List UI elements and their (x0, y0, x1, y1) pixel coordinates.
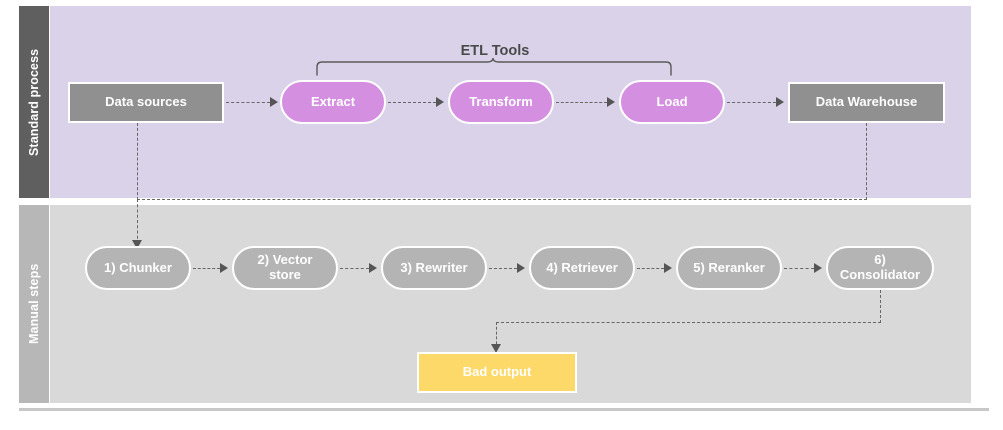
connector-transform-to-load (556, 102, 607, 103)
lane-label-standard-process: Standard process (19, 6, 49, 198)
arrowhead-extract-to-transform (436, 97, 444, 107)
node-data-sources[interactable]: Data sources (68, 82, 224, 123)
node-transform[interactable]: Transform (448, 80, 554, 124)
node-consolidator[interactable]: 6) Consolidator (826, 246, 934, 290)
connector-load-to-warehouse (727, 102, 776, 103)
arrowhead-vector-store-to-rewriter (369, 263, 377, 273)
arrowhead-reranker-to-consolidator (814, 263, 822, 273)
arrowhead-down-to-chunker (132, 240, 142, 249)
arrowhead-rewriter-to-retriever (517, 263, 525, 273)
connector-vector-store-to-rewriter (340, 268, 369, 269)
arrowhead-sources-to-extract (270, 97, 278, 107)
connector-consolidator-down (880, 290, 881, 323)
connector-sources-to-extract (226, 102, 270, 103)
connector-reranker-to-consolidator (784, 268, 814, 269)
node-reranker[interactable]: 5) Reranker (676, 246, 782, 290)
arrowhead-down-to-bad-output (491, 344, 501, 353)
etl-tools-bracket-icon (316, 58, 672, 76)
node-rewriter[interactable]: 3) Rewriter (381, 246, 487, 290)
connector-lane-crossbar (137, 199, 867, 200)
bottom-divider (19, 408, 989, 411)
node-retriever[interactable]: 4) Retriever (529, 246, 635, 290)
node-bad-output[interactable]: Bad output (417, 352, 577, 393)
node-vector-store[interactable]: 2) Vector store (232, 246, 338, 290)
node-load[interactable]: Load (619, 80, 725, 124)
connector-warehouse-down (866, 123, 867, 200)
node-data-warehouse[interactable]: Data Warehouse (788, 82, 945, 123)
lane-label-manual-steps: Manual steps (19, 205, 49, 403)
connector-retriever-to-reranker (637, 268, 664, 269)
node-extract[interactable]: Extract (280, 80, 386, 124)
arrowhead-chunker-to-vector-store (220, 263, 228, 273)
connector-down-to-chunker (137, 199, 138, 244)
etl-tools-label: ETL Tools (460, 43, 530, 59)
connector-sources-down-stub (137, 123, 138, 200)
arrowhead-transform-to-load (607, 97, 615, 107)
node-chunker[interactable]: 1) Chunker (85, 246, 191, 290)
arrowhead-retriever-to-reranker (664, 263, 672, 273)
connector-down-to-bad-output (496, 322, 497, 349)
connector-rewriter-to-retriever (489, 268, 517, 269)
arrowhead-load-to-warehouse (776, 97, 784, 107)
connector-chunker-to-vector-store (193, 268, 220, 269)
connector-consolidator-across (496, 322, 881, 323)
connector-extract-to-transform (388, 102, 436, 103)
